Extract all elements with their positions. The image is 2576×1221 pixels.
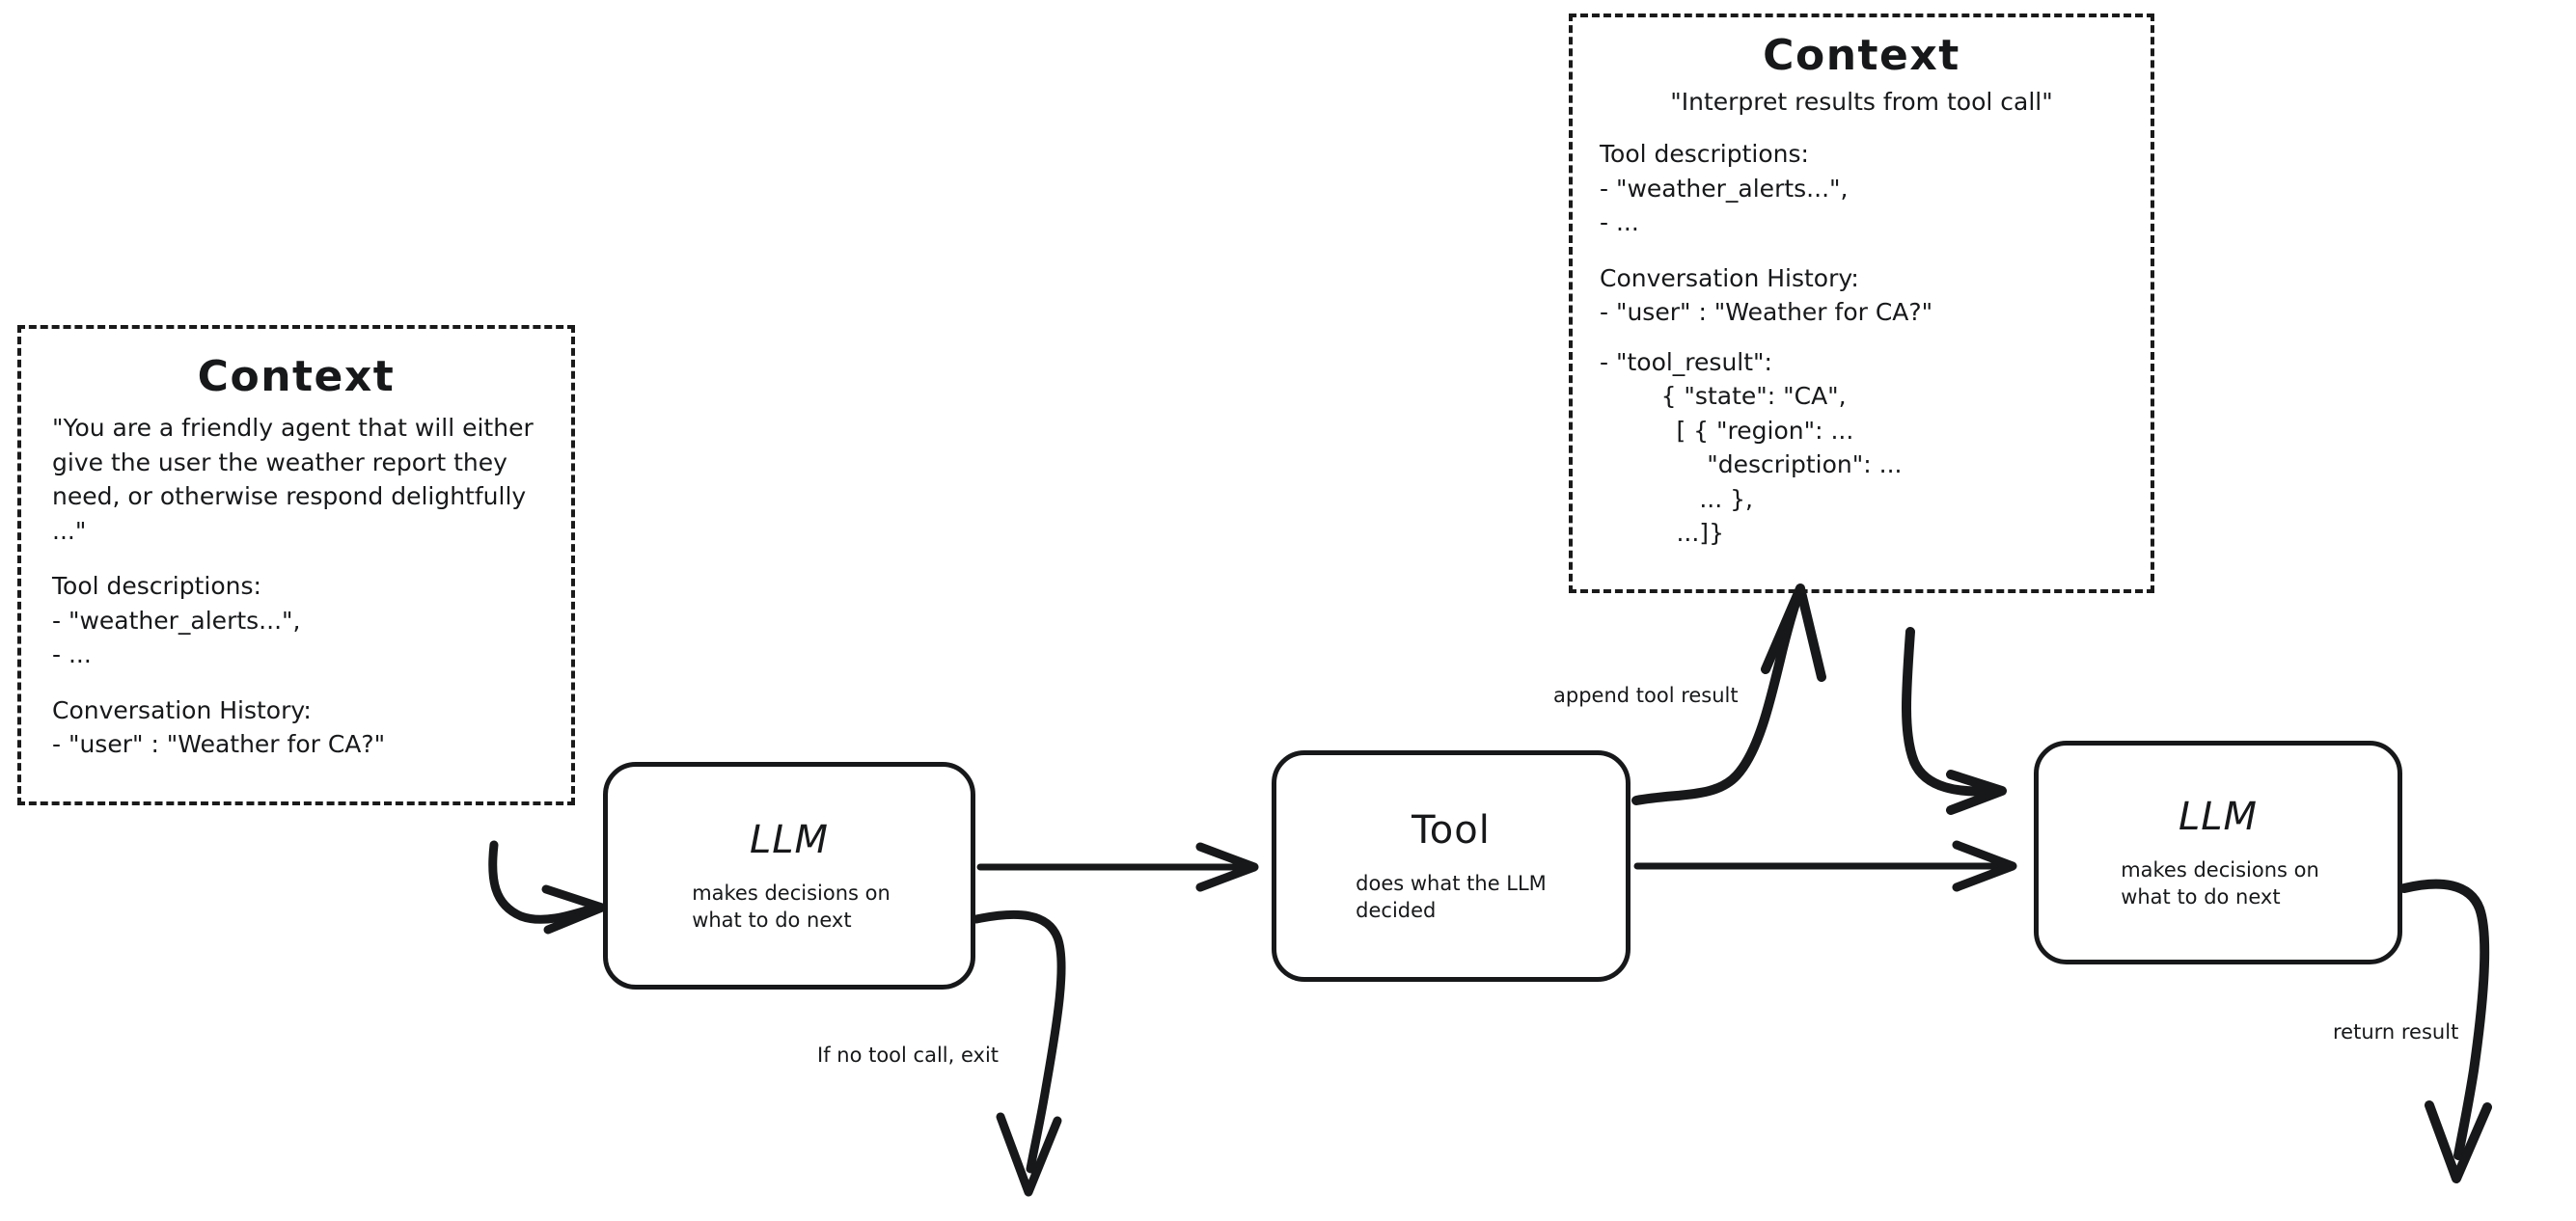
node-llm-first-title: LLM	[749, 817, 830, 862]
arrow-context-right-to-llm2	[1902, 627, 2007, 815]
context-left-conversation-heading: Conversation History:	[52, 695, 312, 724]
node-tool[interactable]: Tool does what the LLM decided	[1272, 750, 1631, 982]
context-left-tool-descriptions-heading: Tool descriptions:	[52, 572, 261, 600]
node-llm-first-subtitle: makes decisions on what to do next	[692, 881, 891, 932]
context-left-conversation-items: - "user" : "Weather for CA?"	[52, 730, 386, 758]
context-box-initial: Context "You are a friendly agent that w…	[17, 325, 575, 805]
node-llm-first[interactable]: LLM makes decisions on what to do next	[603, 762, 975, 990]
arrow-tool-to-llm2	[1633, 840, 2017, 892]
node-llm-second-subtitle: makes decisions on what to do next	[2121, 857, 2319, 909]
context-right-tool-descriptions-heading: Tool descriptions:	[1600, 140, 1809, 168]
context-left-tool-descriptions-items: - "weather_alerts...", - ...	[52, 606, 301, 669]
context-right-conversation-heading: Conversation History:	[1600, 263, 1859, 292]
node-llm-second-title: LLM	[2178, 794, 2259, 839]
edge-label-no-tool-call-exit: If no tool call, exit	[817, 1044, 1000, 1067]
context-right-instruction: "Interpret results from tool call"	[1670, 88, 2053, 116]
edge-label-append-tool-result: append tool result	[1553, 684, 1739, 707]
context-right-conversation-user: - "user" : "Weather for CA?"	[1600, 298, 1933, 326]
node-llm-second[interactable]: LLM makes decisions on what to do next	[2034, 741, 2402, 964]
context-left-system-prompt: "You are a friendly agent that will eith…	[52, 414, 541, 545]
context-right-title: Context	[1763, 31, 1960, 80]
node-tool-subtitle: does what the LLM decided	[1356, 871, 1547, 922]
context-right-tool-descriptions-items: - "weather_alerts...", - ...	[1600, 174, 1849, 237]
edge-label-return-result: return result	[2333, 1020, 2459, 1044]
arrow-context-to-llm1	[488, 840, 607, 935]
context-left-title: Context	[197, 352, 396, 401]
arrow-llm1-to-tool	[976, 842, 1259, 892]
context-box-after-tool: Context "Interpret results from tool cal…	[1569, 14, 2154, 593]
node-tool-title: Tool	[1411, 807, 1491, 853]
context-right-conversation-tool-result: - "tool_result": { "state": "CA", [ { "r…	[1600, 347, 1903, 548]
